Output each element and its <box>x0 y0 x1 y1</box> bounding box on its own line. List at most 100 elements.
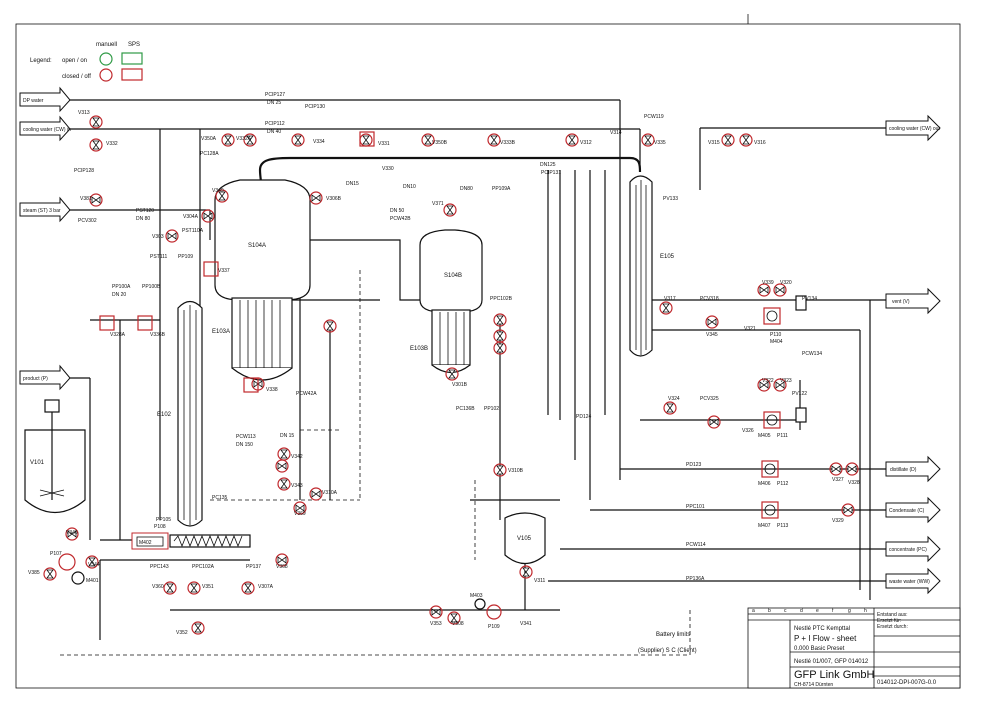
label-v323: V323 <box>780 378 792 384</box>
valve-v349-icon[interactable] <box>215 189 229 203</box>
label-m407: M407 <box>758 523 771 529</box>
valve-v306b-icon[interactable] <box>309 191 323 205</box>
label-v307a: V307A <box>258 584 274 590</box>
valve-v328-icon[interactable] <box>845 462 859 476</box>
line-pcip128: PCIP128 <box>74 168 94 174</box>
valve-v339b-icon[interactable] <box>707 415 721 429</box>
valve-v301b-icon[interactable] <box>445 367 459 381</box>
label-v334: V334 <box>313 139 325 145</box>
line-pc136b: PP102 <box>484 406 499 412</box>
valve-v310a-icon[interactable] <box>309 487 323 501</box>
tb-col-d: d <box>800 608 803 614</box>
valve-v329-icon[interactable] <box>841 503 855 517</box>
valve-v317-icon[interactable] <box>659 301 673 315</box>
valve-v114-icon[interactable] <box>275 459 289 473</box>
line-dn50: PCW42B <box>390 216 411 222</box>
valve-v141-icon[interactable] <box>493 341 507 355</box>
valve-v159-icon[interactable] <box>493 329 507 343</box>
label-p113: P113 <box>777 523 789 529</box>
valve-v385-icon[interactable] <box>43 567 57 581</box>
label-v105: V105 <box>517 536 532 542</box>
label-v344: V344 <box>88 562 100 568</box>
label-v327: V327 <box>832 477 844 483</box>
vessel-s104b <box>419 229 483 313</box>
valve-v331-icon[interactable] <box>359 133 373 147</box>
valve-v140-icon[interactable] <box>493 313 507 327</box>
control-valve-v331-box[interactable] <box>359 131 375 147</box>
valve-v332-icon[interactable] <box>89 138 103 152</box>
control-valve-v337-box[interactable] <box>203 261 219 277</box>
label-v346: V346 <box>66 530 78 536</box>
control-valve-v328a-box[interactable] <box>99 315 115 331</box>
pump-p107-icon <box>58 553 76 571</box>
label-v311: V311 <box>534 578 546 584</box>
label-v303: V303 <box>152 234 164 240</box>
valve-v311-icon[interactable] <box>519 565 533 579</box>
label-v306b: V306B <box>326 196 342 202</box>
valve-v381-icon[interactable] <box>89 193 103 207</box>
stream-product: product (P) <box>23 376 48 382</box>
line-pp136a: PCW42A <box>296 391 317 397</box>
valve-v315-icon[interactable] <box>721 133 735 147</box>
valve-v310b-icon[interactable] <box>493 463 507 477</box>
valve-v316-icon[interactable] <box>739 133 753 147</box>
line-ppc103: PPC143 <box>150 564 169 570</box>
valve-v369-icon[interactable] <box>293 501 307 515</box>
tb-replaced-for: Ersetzt für: <box>877 618 901 624</box>
valve-v351-icon[interactable] <box>187 581 201 595</box>
valve-v342-icon[interactable] <box>277 447 291 461</box>
valve-v346-icon[interactable] <box>65 527 79 541</box>
valve-v333b-icon[interactable] <box>487 133 501 147</box>
label-v328a: V328A <box>110 332 126 338</box>
valve-v339-icon[interactable] <box>757 283 771 297</box>
valve-v320-icon[interactable] <box>773 283 787 297</box>
tank-v105 <box>504 512 546 565</box>
line-pp126b: PP109A <box>492 186 511 192</box>
line-pp104: PCW113 <box>236 434 256 440</box>
valve-v312-icon[interactable] <box>565 133 579 147</box>
valve-v350a-icon[interactable] <box>221 133 235 147</box>
valve-v324-icon[interactable] <box>663 401 677 415</box>
valve-v308-icon[interactable] <box>447 611 461 625</box>
valve-v323-icon[interactable] <box>773 378 787 392</box>
valve-v350b-icon[interactable] <box>421 133 435 147</box>
valve-v327-icon[interactable] <box>829 462 843 476</box>
evaporator-e103a <box>231 297 293 369</box>
valve-v352-icon[interactable] <box>191 621 205 635</box>
valve-v334-icon[interactable] <box>291 133 305 147</box>
valve-v335-icon[interactable] <box>641 133 655 147</box>
valve-labels: V313 V332 V381 PCV302 V350A V332A V334 V… <box>28 110 860 636</box>
legend: manuell SPS Legend: open / on closed / o… <box>30 42 143 82</box>
control-valve-v338-box[interactable] <box>243 377 259 393</box>
valve-v368-icon[interactable] <box>275 553 289 567</box>
line-dn25-a: DN 25 <box>267 100 281 106</box>
valve-v307a-icon[interactable] <box>241 581 255 595</box>
control-valve-v336b-box[interactable] <box>137 315 153 331</box>
legend-col-manual: manuell <box>96 42 117 48</box>
valve-v115a-icon[interactable] <box>323 319 337 333</box>
valve-v353-icon[interactable] <box>429 605 443 619</box>
valve-v371-icon[interactable] <box>443 203 457 217</box>
valve-v360-icon[interactable] <box>163 581 177 595</box>
line-pcip131: PCW119 <box>644 114 664 120</box>
stream-cw-in: cooling water (CW) in <box>23 127 71 133</box>
label-v326: V326 <box>742 428 754 434</box>
valve-v303-icon[interactable] <box>165 229 179 243</box>
valve-v313-icon[interactable] <box>89 115 103 129</box>
valve-v332a-icon[interactable] <box>243 133 257 147</box>
label-p109: P109 <box>488 624 500 630</box>
line-pv134: PCW134 <box>802 351 822 357</box>
stream-cw-out: cooling water (CW) out <box>889 126 940 132</box>
label-v301b: V301B <box>452 382 468 388</box>
valve-v343-icon[interactable] <box>277 477 291 491</box>
label-m402: M402 <box>139 540 152 546</box>
valve-v344-icon[interactable] <box>85 555 99 569</box>
valve-v345-icon[interactable] <box>705 315 719 329</box>
stream-condensate-arrow <box>885 496 941 524</box>
legend-open: open / on <box>62 58 87 64</box>
tb-col-g: g <box>848 608 851 614</box>
label-v308: V308 <box>452 621 464 627</box>
valve-v304a-icon[interactable] <box>201 209 215 223</box>
line-pcw119: PV133 <box>663 196 678 202</box>
valve-v322-icon[interactable] <box>757 378 771 392</box>
